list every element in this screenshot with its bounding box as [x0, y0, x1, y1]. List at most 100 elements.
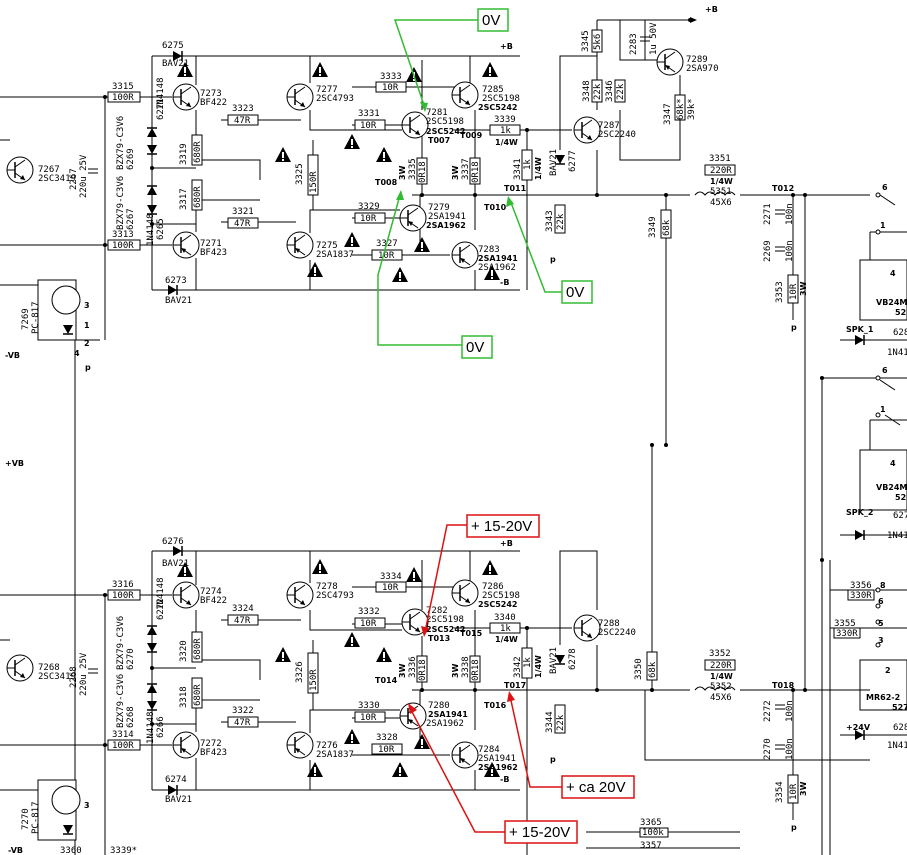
label-6268: 6268: [126, 706, 136, 728]
label-3329: 3329: [358, 202, 380, 212]
callout-box-0v-bottom: [461, 335, 493, 359]
label-7288: 7288: [598, 619, 620, 629]
label-3328: 3328: [376, 733, 398, 743]
label-t018: T018: [772, 681, 795, 690]
callout-group-red: + 15-20V + ca 20V + 15-20V: [408, 514, 635, 844]
label-10r-h: 10R: [360, 713, 377, 723]
label-p-a: p: [550, 255, 556, 264]
relay-pin-3: 3: [878, 636, 884, 645]
label-100r-b: 100R: [112, 241, 134, 251]
relay3-ref: 527: [892, 703, 907, 712]
label-2sc2240: 2SC2240: [598, 130, 636, 140]
label-100k: 100k: [642, 828, 664, 838]
label-10r-i: 10R: [378, 745, 395, 755]
label-2sa1837-b: 2SA1837: [316, 750, 354, 760]
label-2sc4793-b: 2SC4793: [316, 591, 354, 601]
relay-pin-6a: 6: [882, 183, 888, 192]
label-6270: 6270: [126, 648, 136, 670]
label-3323: 3323: [232, 104, 254, 114]
label-bav21-d: BAV21: [162, 559, 189, 569]
label-2sc5198-c: 2SC5198: [426, 615, 464, 625]
label-10r-d: 10R: [378, 251, 395, 261]
label-7278: 7278: [316, 582, 338, 592]
label-6266: 6266: [156, 716, 166, 738]
label-3313: 3313: [112, 230, 134, 240]
label-47r-b: 47R: [234, 219, 251, 229]
label-45x6: 45X6: [710, 198, 732, 208]
label-220r-b: 220R: [710, 661, 732, 671]
label-p-d: p: [550, 755, 556, 764]
label-quarter-w-e: 1/4W: [534, 655, 543, 678]
label-3351: 3351: [709, 154, 731, 164]
callout-box-0v-top: [477, 8, 509, 32]
label-22k-c: 22k: [593, 83, 603, 100]
label-7269: 7269: [21, 308, 31, 330]
label-3335: 3335: [408, 158, 418, 180]
label-2sa1941-d: 2SA1941: [478, 754, 516, 764]
plus-24v-label: +24V: [846, 723, 871, 732]
label-bf423-b: BF423: [200, 748, 227, 758]
label-3330: 3330: [358, 701, 380, 711]
label-2sa970: 2SA970: [686, 64, 719, 74]
label-2269: 2269: [763, 240, 773, 262]
label-68k-star: 68k*: [676, 98, 686, 120]
label-10r-b: 10R: [360, 121, 377, 131]
label-220u: 220u 25V: [79, 154, 89, 198]
label-bav21-b: BAV21: [165, 296, 192, 306]
label-680r-b: 680R: [193, 186, 203, 208]
pin1-top: 1: [84, 321, 90, 330]
label-1n4148-a: 1N4148: [156, 77, 166, 110]
label-bf423: BF423: [200, 248, 227, 258]
top-channel-components: [6, 17, 807, 341]
label-10r-e: 10R: [789, 283, 799, 300]
label-7280: 7280: [428, 701, 450, 711]
callout-15-20v-top: + 15-20V: [471, 518, 532, 535]
label-6265: 6265: [156, 218, 166, 240]
label-1k-b: 1k: [523, 159, 533, 170]
label-3339: 3339: [494, 115, 516, 125]
label-6273: 6273: [165, 276, 187, 286]
label-7289: 7289: [686, 55, 708, 65]
label-7267: 7267: [38, 165, 60, 175]
label-7275: 7275: [316, 241, 338, 251]
label-3w-b: 3W: [451, 165, 460, 180]
label-1n4148-b: 1N4148: [146, 213, 156, 246]
pin4-top: 4: [74, 349, 80, 358]
label-3339-star: 3339*: [110, 846, 137, 855]
label-7283: 7283: [478, 245, 500, 255]
label-3326: 3326: [295, 661, 305, 683]
label-3w-e: 3W: [451, 663, 460, 678]
label-t012: T012: [772, 184, 794, 193]
label-100n-c: 100n: [785, 700, 795, 722]
rail-plus-vb: +VB: [5, 459, 24, 468]
label-7279: 7279: [428, 203, 450, 213]
label-3w-d: 3W: [398, 663, 407, 678]
label-2sa1962-b: 2SA1962: [478, 263, 516, 273]
label-2268: 2268: [69, 666, 79, 688]
label-10r-a: 10R: [382, 83, 399, 93]
label-6272: 6272: [156, 598, 166, 620]
label-3w-a: 3W: [398, 165, 407, 180]
label-7276: 7276: [316, 741, 338, 751]
label-0r18-d: 0R18: [471, 659, 481, 681]
rail-plus-b-corner: +B: [705, 5, 718, 14]
relay-pin-1b: 1: [880, 405, 886, 414]
rail-minus-vb-bottom: -VB: [8, 846, 23, 855]
label-10r-c: 10R: [360, 214, 377, 224]
label-3347: 3347: [663, 103, 673, 125]
label-3332: 3332: [358, 607, 380, 617]
label-bf422-b: BF422: [200, 596, 227, 606]
label-3324: 3324: [232, 604, 254, 614]
label-quarter-w-b: 1/4W: [534, 157, 543, 180]
callout-box-0v-right: [561, 280, 593, 304]
label-7285: 7285: [482, 85, 504, 95]
label-2sa1837: 2SA1837: [316, 250, 354, 260]
label-7284: 7284: [478, 745, 500, 755]
label-t010: T010: [484, 203, 507, 212]
rail-minus-b-top: -B: [500, 278, 509, 287]
label-t017: T017: [504, 681, 526, 690]
label-330r-b: 330R: [850, 591, 872, 601]
label-2sc5198-d: 2SC5198: [482, 591, 520, 601]
pin3-bottom: 3: [84, 801, 90, 810]
